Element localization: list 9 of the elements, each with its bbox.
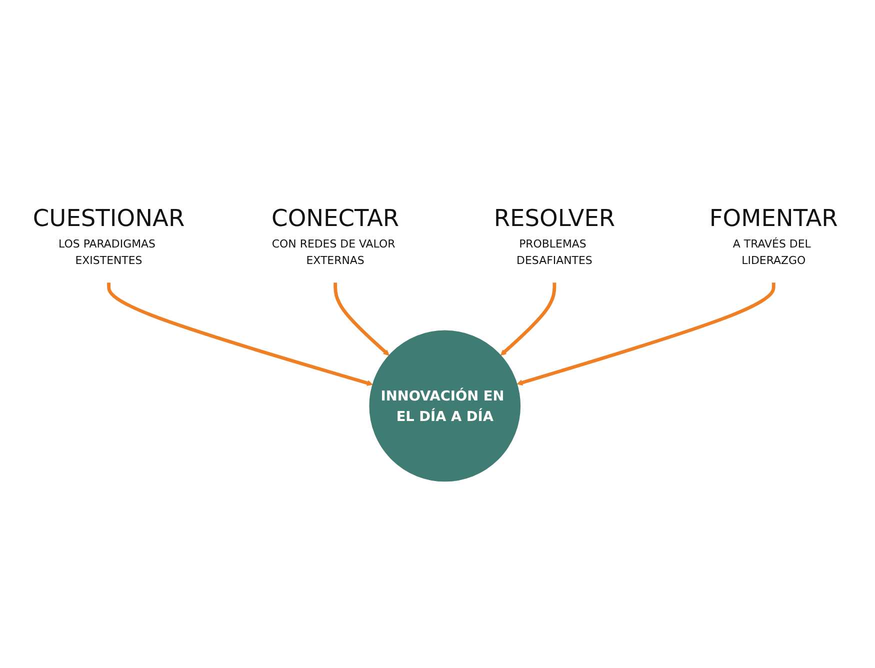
arrow xyxy=(500,282,556,356)
arrow xyxy=(516,282,776,386)
arrow xyxy=(334,282,390,356)
node-text: FOMENTAR A TRAVÉS DEL LIDERAZGO xyxy=(709,204,838,267)
node-text: CONECTAR CON REDES DE VALOR EXTERNAS xyxy=(272,204,400,267)
node-text: CUESTIONAR LOS PARADIGMAS EXISTENTES xyxy=(32,204,185,267)
node-text: RESOLVER PROBLEMAS DESAFIANTES xyxy=(494,204,616,267)
node-circle: INNOVACIÓN EN EL DÍA A DÍA xyxy=(369,330,521,482)
arrow xyxy=(107,282,373,386)
